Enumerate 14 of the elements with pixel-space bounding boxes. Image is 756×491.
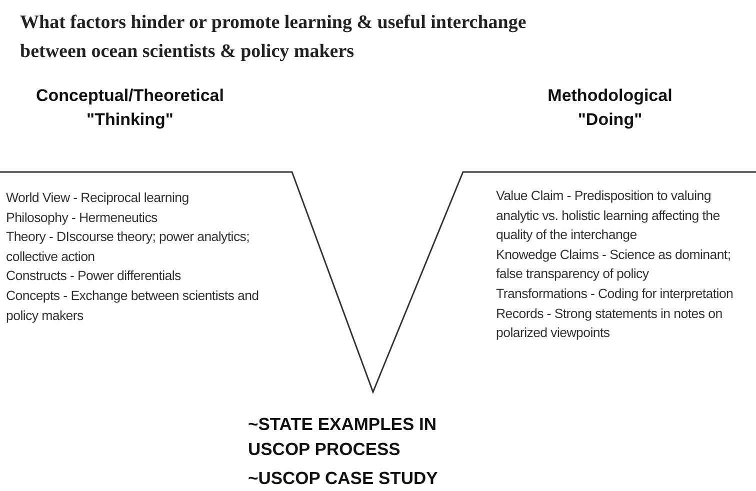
list-item: Constructs - Power differentials (6, 267, 182, 286)
list-item: Knowedge Claims - Science as dominant; false transparency of policy (496, 246, 732, 284)
list-item: Concepts - Exchange between scientists and policy makers (6, 286, 260, 325)
list-item: Transformations - Coding for interpretation (496, 284, 734, 303)
diagram-title: What factors hinder or promote learning & useful interchange between ocean scientists & policy makers (20, 11, 528, 64)
bold-note: ~USCOP CASE STUDY (248, 467, 439, 490)
column-heading: Methodological "Doing" (546, 85, 674, 131)
list-item: Value Claim - Predisposition to valuing analytic vs. holistic learning affecting the quality of the interchange (496, 187, 721, 244)
list-item: Records - Strong statements in notes on polarized viewpoints (496, 304, 724, 342)
list-item: World View - Reciprocal learning (6, 189, 190, 207)
bold-note: ~STATE EXAMPLES IN USCOP PROCESS (248, 413, 438, 461)
column-heading: Conceptual/Theoretical "Thinking" (35, 85, 225, 131)
list-item: Philosophy - Hermeneutics (6, 208, 158, 227)
list-item: Theory - DIscourse theory; power analytics; collective action (6, 228, 251, 266)
